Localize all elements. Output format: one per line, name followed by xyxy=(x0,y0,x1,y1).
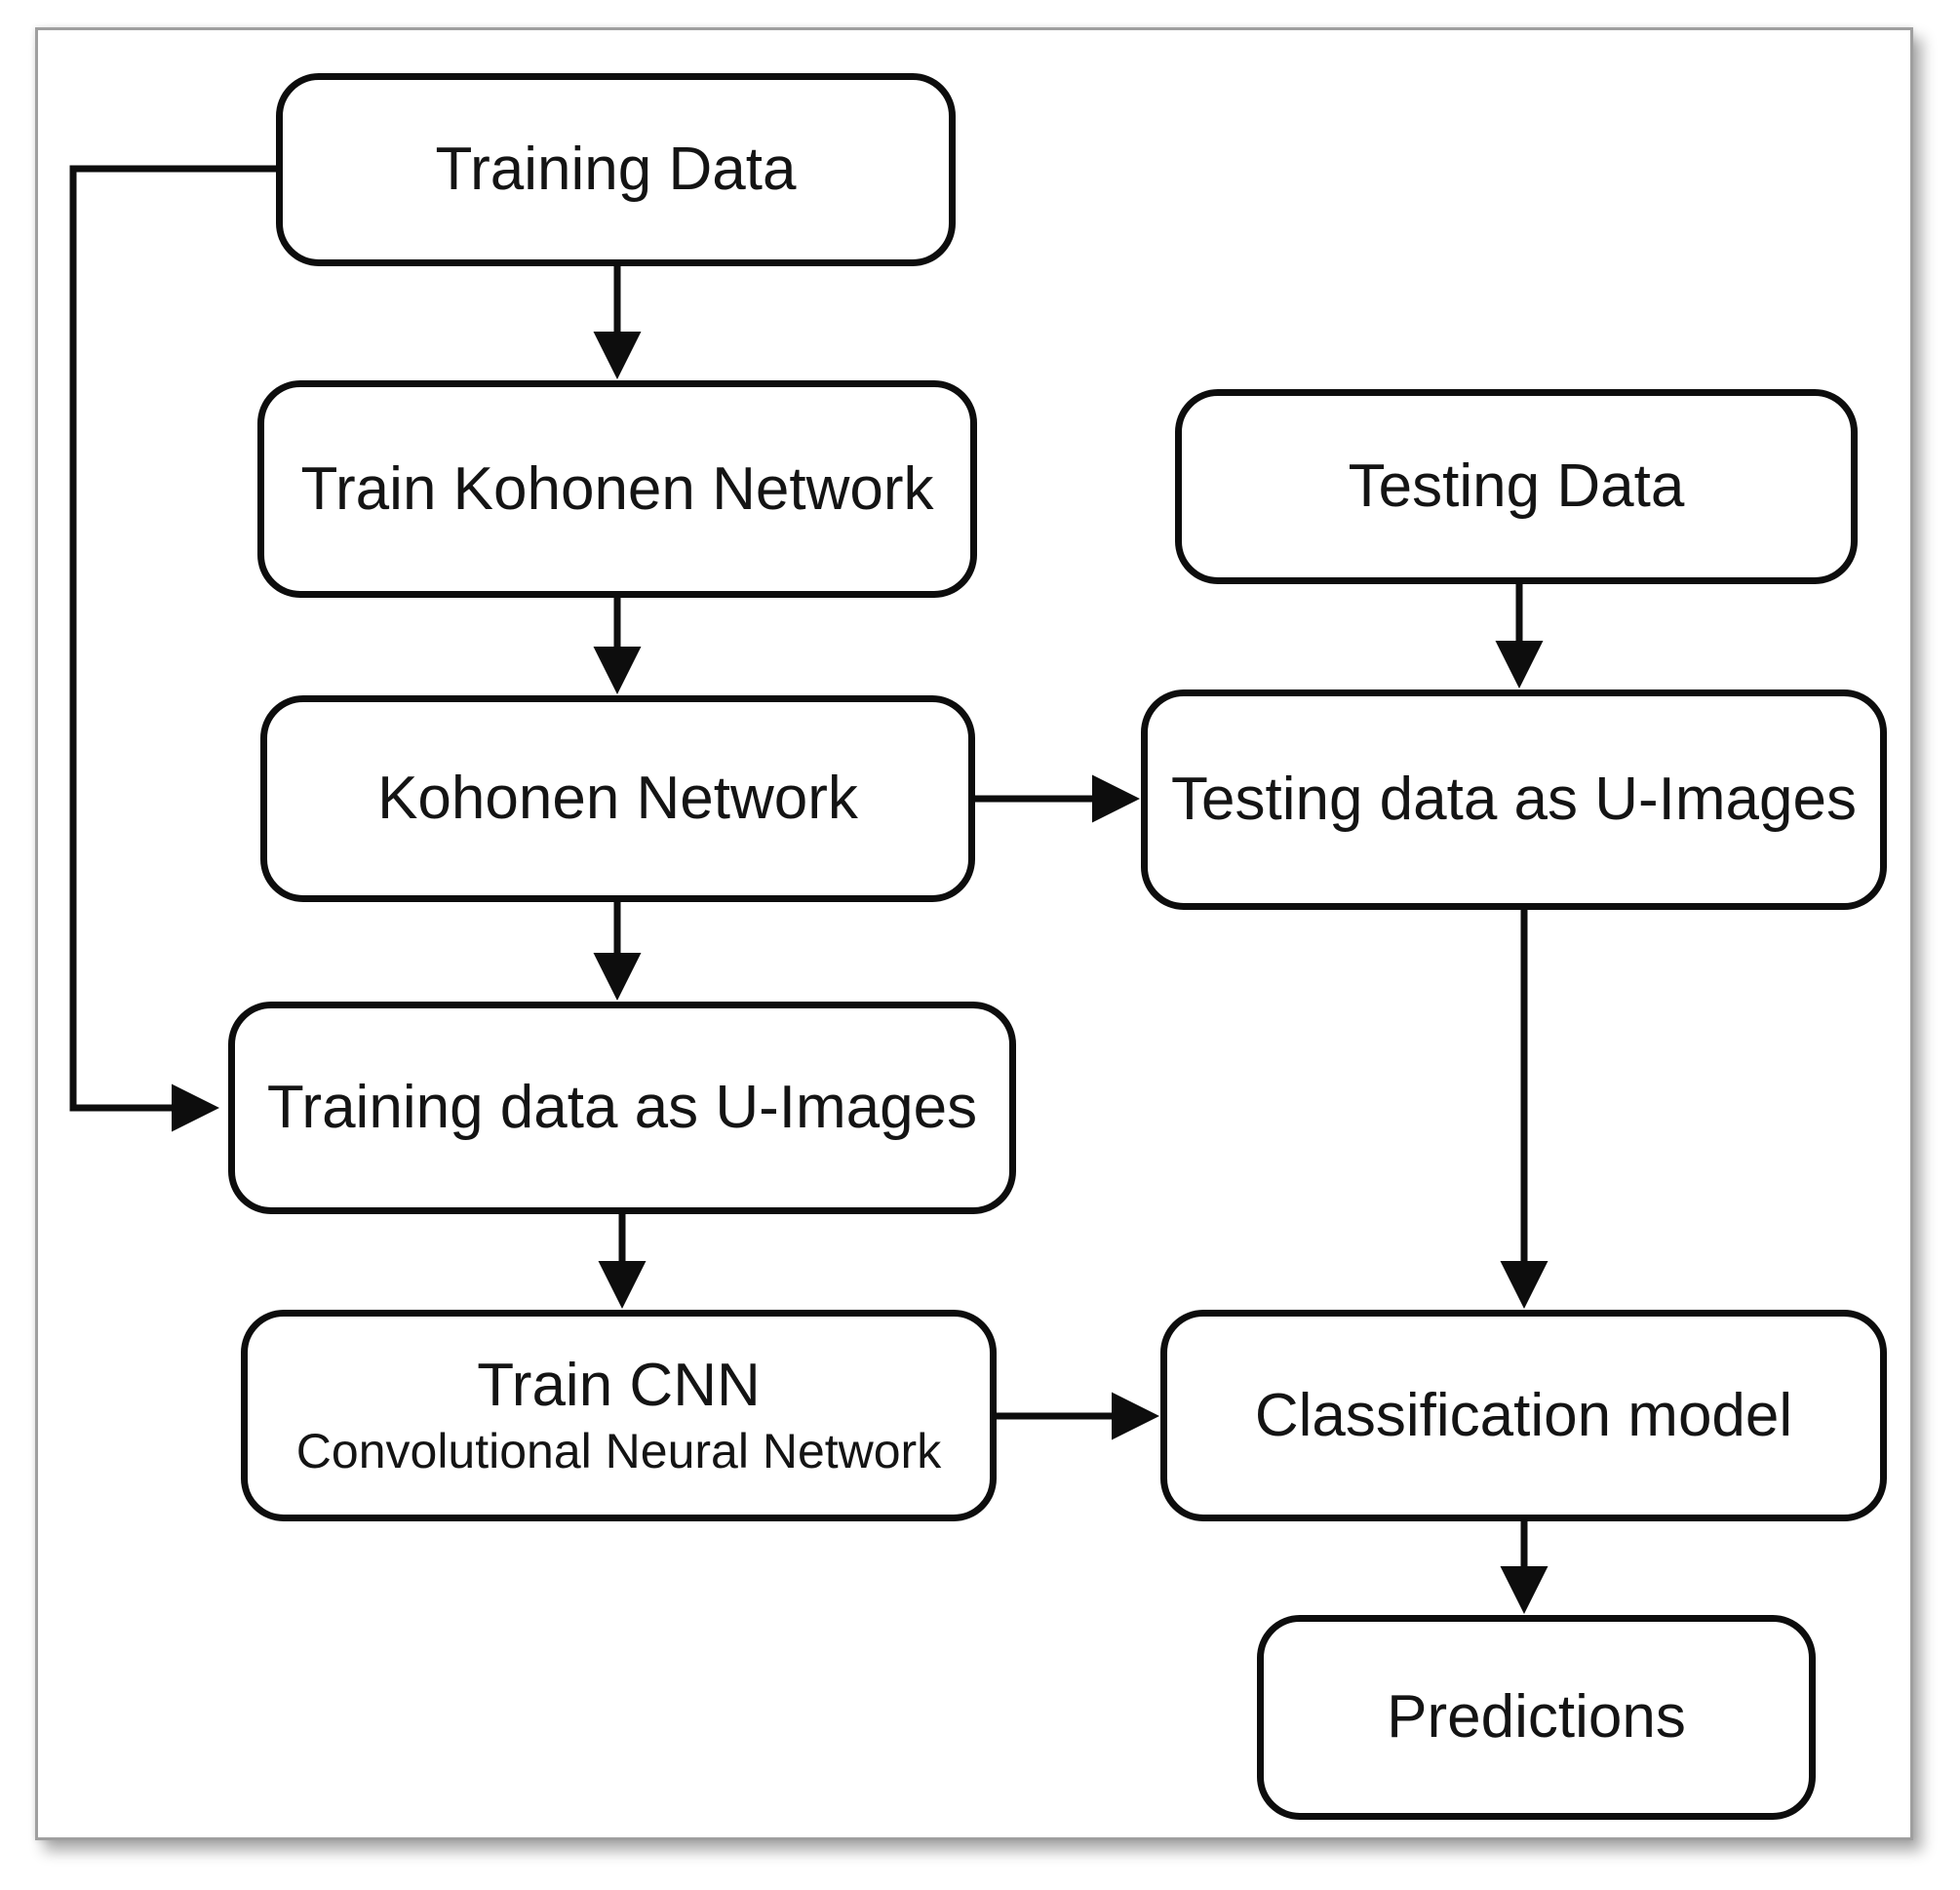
node-classification-model: Classification model xyxy=(1160,1310,1887,1521)
node-testing-data-as-u-images-label: Testing data as U-Images xyxy=(1170,766,1857,834)
node-training-data-as-u-images: Training data as U-Images xyxy=(228,1002,1016,1214)
node-kohonen-network-label: Kohonen Network xyxy=(377,765,858,833)
node-train-kohonen-network-label: Train Kohonen Network xyxy=(300,454,934,523)
node-train-cnn: Train CNN Convolutional Neural Network xyxy=(241,1310,997,1521)
node-testing-data-as-u-images: Testing data as U-Images xyxy=(1141,689,1887,910)
node-predictions-label: Predictions xyxy=(1387,1683,1686,1752)
diagram-frame xyxy=(35,27,1913,1840)
node-classification-model-label: Classification model xyxy=(1254,1381,1793,1449)
node-testing-data: Testing Data xyxy=(1175,389,1858,584)
node-predictions: Predictions xyxy=(1257,1615,1816,1820)
node-training-data-label: Training Data xyxy=(435,136,797,204)
node-training-data: Training Data xyxy=(276,73,956,266)
node-train-kohonen-network: Train Kohonen Network xyxy=(257,380,977,598)
edge-training-data-to-training-u-images-elbow xyxy=(69,165,276,1132)
node-kohonen-network: Kohonen Network xyxy=(260,695,975,902)
node-train-cnn-label: Train CNN xyxy=(477,1352,761,1420)
node-testing-data-label: Testing Data xyxy=(1348,453,1685,521)
node-training-data-as-u-images-label: Training data as U-Images xyxy=(266,1074,978,1142)
node-train-cnn-sublabel: Convolutional Neural Network xyxy=(295,1424,942,1479)
